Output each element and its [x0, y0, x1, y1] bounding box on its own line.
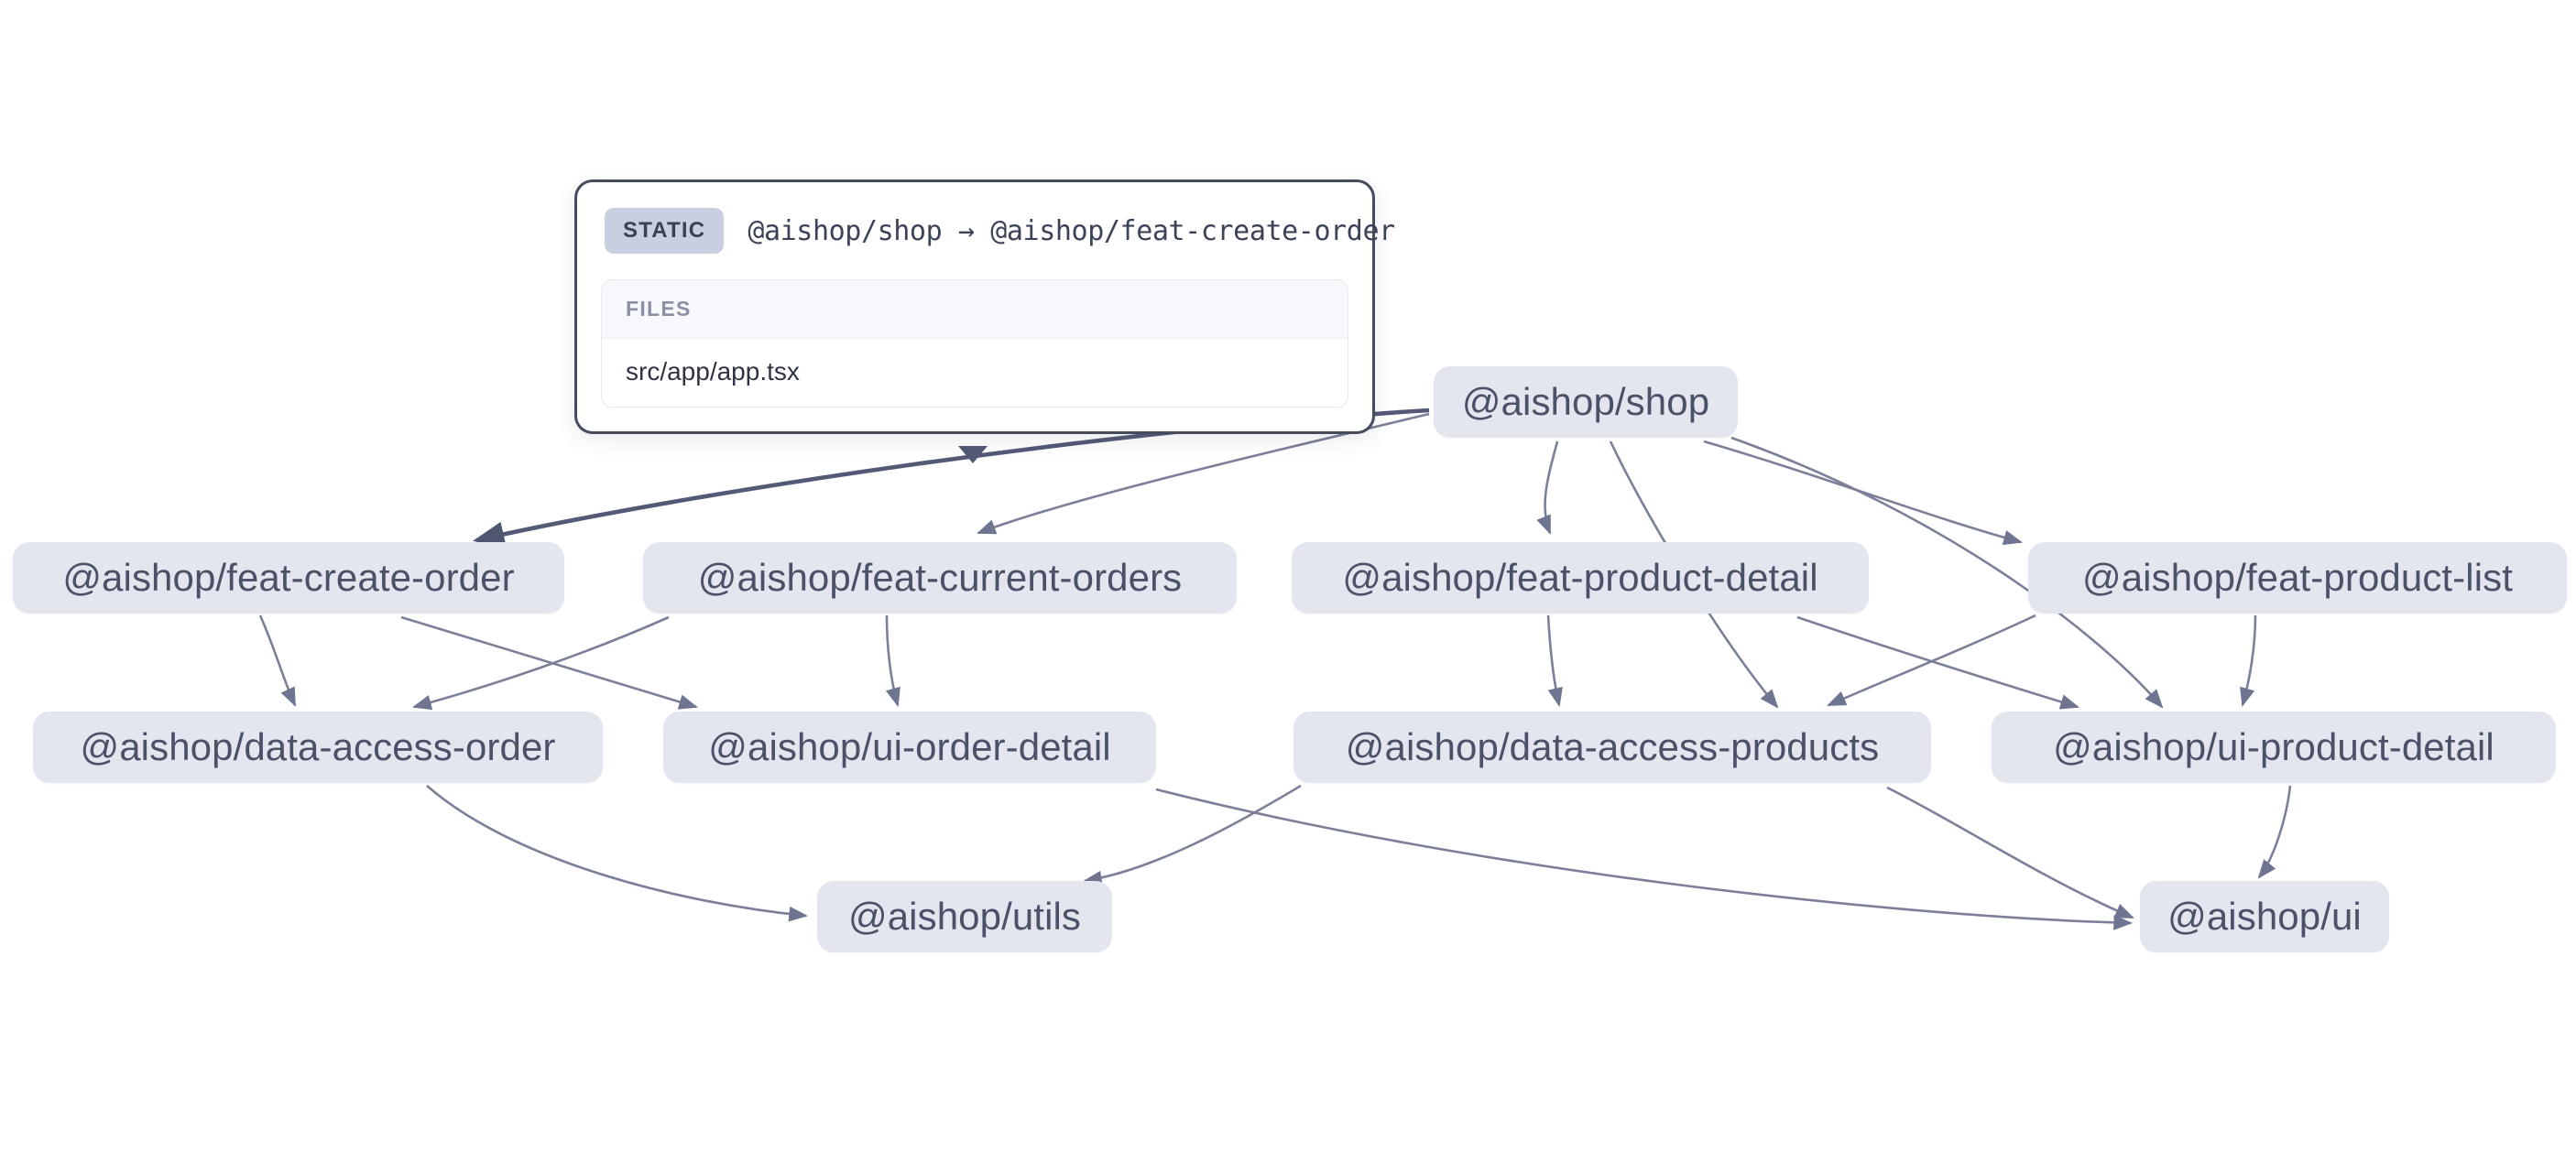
node-shop[interactable]: @aishop/shop — [1434, 366, 1738, 438]
node-label: @aishop/data-access-order — [80, 725, 556, 768]
node-feat-current-orders[interactable]: @aishop/feat-current-orders — [643, 542, 1237, 614]
edge-shop-to-feat-product-detail — [1536, 440, 1559, 535]
node-data-access-order[interactable]: @aishop/data-access-order — [33, 712, 603, 783]
edge-detail-tooltip[interactable]: STATIC @aishop/shop → @aishop/feat-creat… — [574, 179, 1395, 434]
edge-highlight-arrow-marker — [958, 446, 988, 463]
node-label: @aishop/data-access-products — [1345, 725, 1880, 768]
tooltip-title: @aishop/shop → @aishop/feat-create-order — [748, 214, 1395, 247]
edge-feat-product-list-to-data-access-products — [1827, 614, 2036, 707]
edge-feat-create-order-to-data-access-order — [258, 614, 297, 707]
edge-ui-product-detail-to-ui — [2257, 785, 2292, 879]
node-label: @aishop/shop — [1461, 380, 1710, 423]
edge-feat-current-orders-to-data-access-order — [411, 615, 670, 711]
files-panel: FILES src/app/app.tsx — [601, 279, 1348, 408]
node-label: @aishop/feat-product-detail — [1342, 556, 1818, 599]
node-label: @aishop/ui — [2167, 895, 2362, 938]
node-label: @aishop/ui-order-detail — [708, 725, 1111, 768]
node-label: @aishop/feat-product-list — [2081, 556, 2514, 599]
edge-data-access-products-to-ui — [1886, 786, 2134, 919]
node-label: @aishop/ui-product-detail — [2053, 725, 2494, 768]
node-feat-product-list[interactable]: @aishop/feat-product-list — [2028, 542, 2567, 614]
file-list-item[interactable]: src/app/app.tsx — [626, 357, 800, 386]
node-utils[interactable]: @aishop/utils — [817, 881, 1112, 952]
edge-feat-current-orders-to-ui-order-detail — [885, 614, 901, 708]
edge-data-access-products-to-utils — [1082, 784, 1302, 886]
node-data-access-products[interactable]: @aishop/data-access-products — [1293, 712, 1931, 783]
edge-feat-product-list-to-ui-product-detail — [2240, 614, 2257, 708]
files-section-header: FILES — [602, 280, 1348, 339]
status-badge: STATIC — [605, 208, 725, 254]
node-feat-create-order[interactable]: @aishop/feat-create-order — [13, 542, 564, 614]
tooltip-header: STATIC @aishop/shop → @aishop/feat-creat… — [601, 204, 1395, 257]
edge-shop-to-feat-product-list — [1703, 440, 2024, 546]
node-label: @aishop/utils — [847, 895, 1082, 938]
edge-data-access-order-to-utils — [426, 785, 809, 922]
edge-feat-create-order-to-ui-order-detail — [400, 615, 698, 710]
node-ui-order-detail[interactable]: @aishop/ui-order-detail — [663, 712, 1156, 783]
node-label: @aishop/feat-current-orders — [697, 556, 1183, 599]
node-ui-product-detail[interactable]: @aishop/ui-product-detail — [1992, 712, 2556, 783]
node-feat-product-detail[interactable]: @aishop/feat-product-detail — [1292, 542, 1869, 614]
edge-ui-order-detail-to-ui — [1155, 788, 2134, 930]
node-label: @aishop/feat-create-order — [62, 556, 515, 599]
node-ui[interactable]: @aishop/ui — [2140, 881, 2389, 952]
edge-feat-product-detail-to-ui-product-detail — [1796, 615, 2079, 710]
edge-feat-product-detail-to-data-access-products — [1546, 614, 1563, 708]
